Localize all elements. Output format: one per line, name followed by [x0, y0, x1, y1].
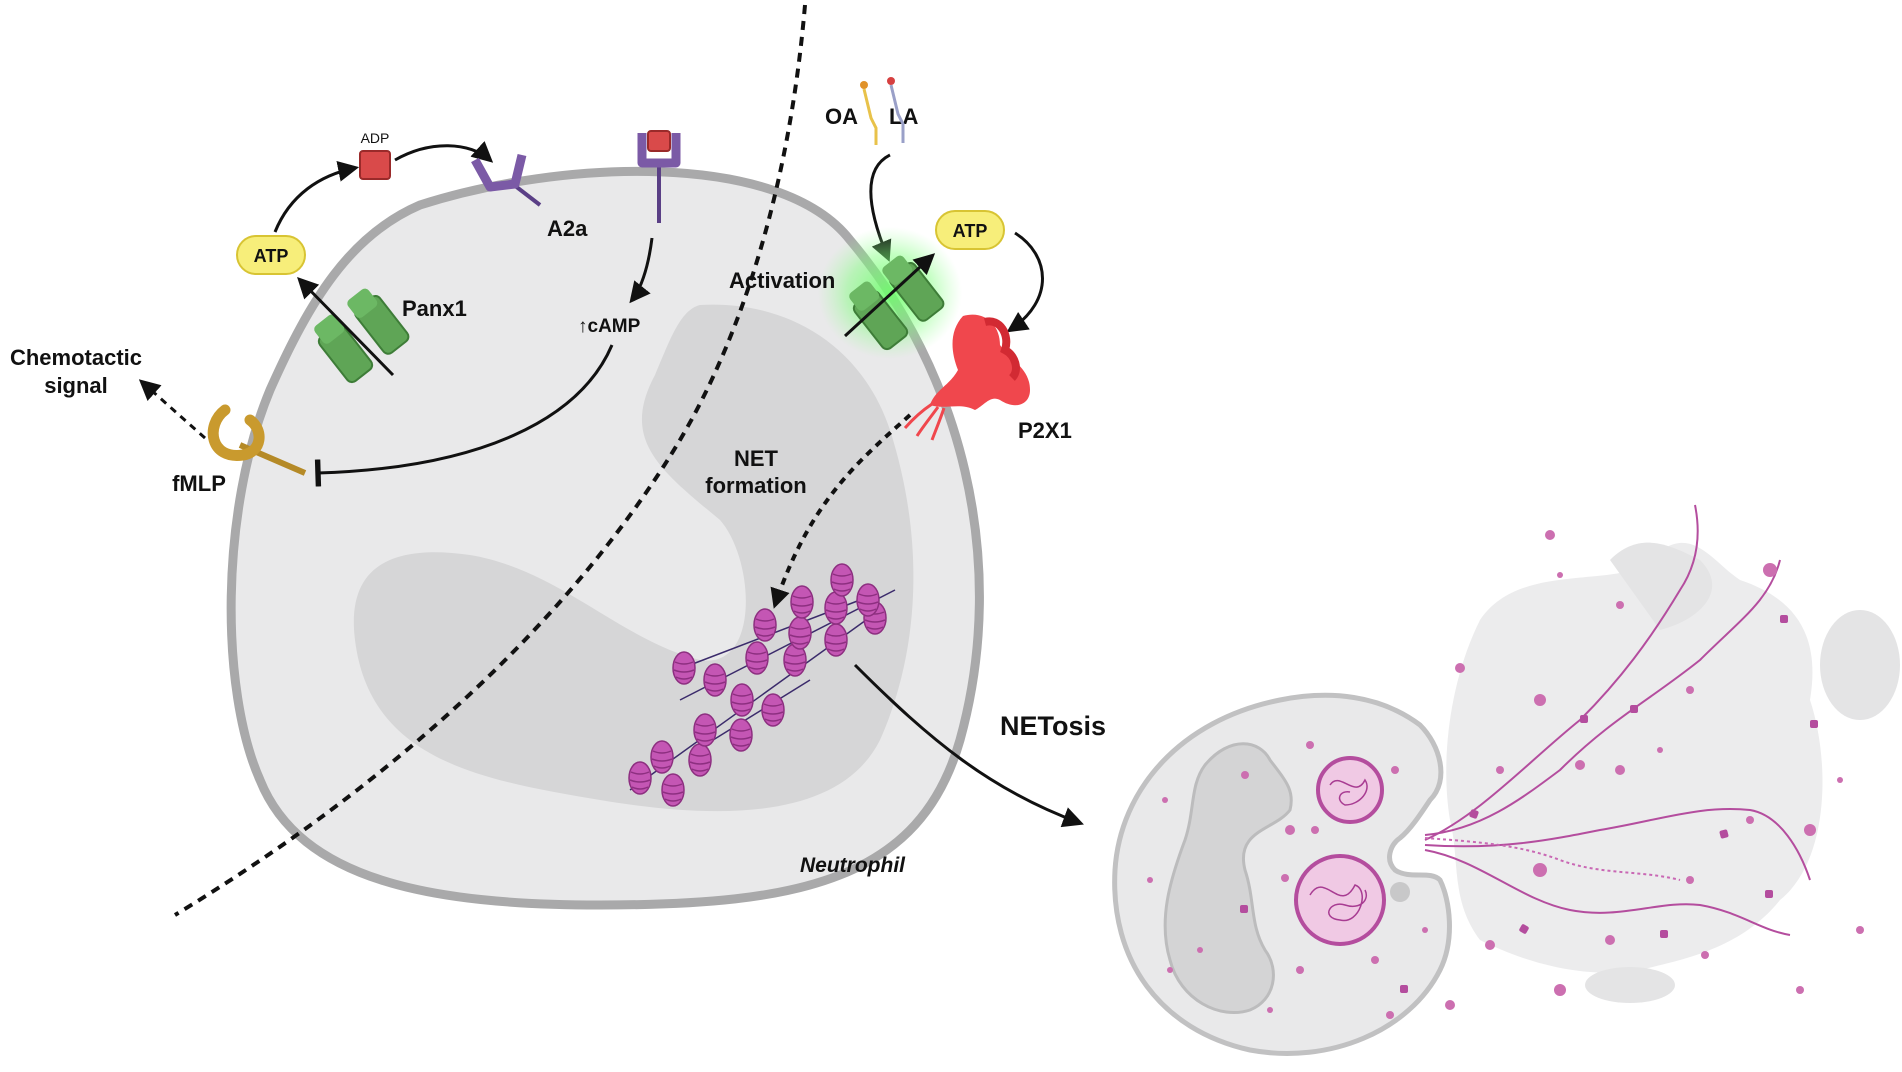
netotic-cell-membrane	[1112, 692, 1452, 1056]
chemotactic-signal-label-1: Chemotactic	[10, 345, 142, 370]
adp-square-icon	[359, 150, 391, 180]
activated-panx1-channel-icon	[849, 255, 945, 351]
camp-label: ↑cAMP	[578, 316, 641, 337]
linoleic-acid-icon	[887, 77, 905, 143]
chromatin-fibers	[628, 563, 896, 807]
oa-label: OA	[825, 104, 858, 129]
bound-receptor-icon	[637, 130, 681, 223]
atp-right-chip: ATP	[935, 210, 1005, 250]
atp-to-adp-arrow	[273, 161, 360, 233]
netosis-arrow	[853, 663, 1084, 828]
granule-vesicle-1	[1316, 756, 1384, 824]
camp-inhibition-line	[314, 344, 614, 487]
panx1-channel-icon	[314, 288, 410, 384]
adp-label: ADP	[361, 130, 390, 146]
p2x1-label: P2X1	[1018, 418, 1072, 443]
fmlp-receptor-icon	[207, 404, 307, 476]
neutrophil-label: Neutrophil	[800, 854, 906, 877]
nucleus-shape	[353, 304, 914, 812]
atp-to-p2x1-arrow	[1006, 231, 1044, 333]
fmlp-label: fMLP	[172, 471, 226, 496]
neutrophil-cell	[226, 166, 984, 910]
nucleosome-fragments	[1240, 615, 1818, 993]
a2a-receptor-icon	[471, 153, 542, 207]
dna-strands	[1424, 504, 1811, 936]
netotic-nucleus	[1163, 742, 1293, 1015]
net-formation-label-1: NET	[734, 446, 779, 471]
chemotactic-dashed-arrow	[138, 379, 206, 440]
p2x1-receptor-icon	[903, 314, 1030, 441]
dashed-divider	[173, 4, 807, 917]
receptor-to-camp-arrow	[629, 237, 654, 304]
p2x1-to-net-dashed-arrow	[770, 413, 912, 609]
a2a-label: A2a	[547, 216, 588, 241]
chemotactic-signal-label-2: signal	[44, 373, 108, 398]
granule-vesicle-2	[1294, 854, 1386, 946]
atp-left-chip: ATP	[236, 235, 306, 275]
atp-left-label: ATP	[254, 246, 289, 266]
activation-label: Activation	[729, 268, 835, 293]
panx1-efflux-arrow	[297, 276, 395, 377]
panx1-label: Panx1	[402, 296, 467, 321]
atp-right-label: ATP	[953, 221, 988, 241]
granules	[1147, 530, 1864, 1019]
netosis-label: NETosis	[1000, 711, 1106, 741]
oleic-acid-icon	[860, 81, 878, 145]
extracellular-net-cloud	[1446, 542, 1900, 1003]
activated-efflux-arrow	[843, 253, 936, 338]
adp-to-a2a-arrow	[394, 140, 494, 163]
net-formation-label-2: formation	[705, 473, 806, 498]
netotic-cell	[1112, 692, 1452, 1056]
